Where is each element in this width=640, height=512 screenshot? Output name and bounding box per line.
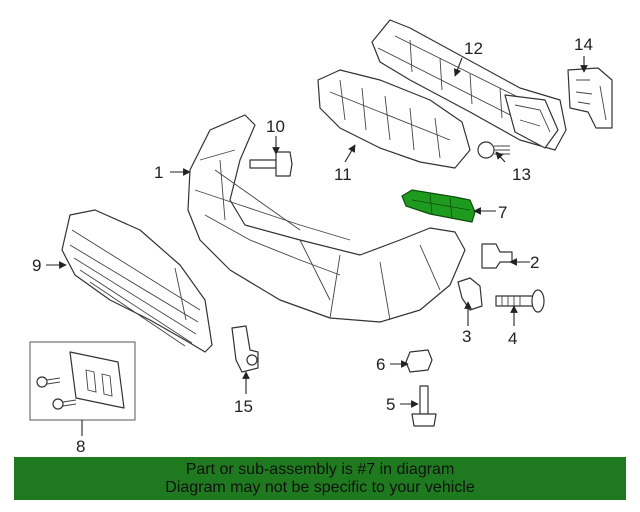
part-10-bolt[interactable] [249, 151, 293, 177]
part-13-bolt[interactable] [477, 141, 510, 159]
part-9-grille[interactable] [61, 209, 213, 353]
callout-5: 5 [386, 395, 395, 414]
callout-13: 13 [512, 165, 531, 184]
callout-4: 4 [508, 329, 517, 348]
part-15-sensor-bracket[interactable] [231, 325, 259, 373]
callout-15: 15 [234, 397, 253, 416]
part-3-retainer[interactable] [457, 277, 483, 311]
banner-line-1: Part or sub-assembly is #7 in diagram [185, 461, 455, 478]
callout-8: 8 [76, 437, 85, 456]
part-7-highlighted[interactable] [401, 189, 476, 223]
callout-6: 6 [376, 355, 385, 374]
callout-10: 10 [266, 117, 285, 136]
part-5-screw[interactable] [411, 385, 437, 427]
callout-9: 9 [32, 256, 41, 275]
callout-3: 3 [462, 327, 471, 346]
leader-lines [46, 56, 588, 436]
part-2-clip[interactable] [481, 243, 513, 269]
callout-2: 2 [530, 253, 539, 272]
callout-14: 14 [574, 35, 593, 54]
part-6-clip-nut[interactable] [405, 349, 433, 373]
part-12-reinforcement-bar[interactable] [371, 19, 567, 151]
callout-11: 11 [334, 165, 352, 184]
part-14-side-bracket[interactable] [567, 67, 613, 129]
part-8-license-bracket-kit[interactable] [29, 341, 136, 421]
info-banner: Part or sub-assembly is #7 in diagram Di… [14, 457, 626, 500]
part-11-energy-absorber[interactable] [317, 69, 471, 169]
callout-12: 12 [464, 39, 483, 58]
part-4-bolt[interactable] [495, 289, 545, 313]
part-1-bumper-cover[interactable] [187, 114, 466, 323]
banner-line-2: Diagram may not be specific to your vehi… [165, 479, 475, 496]
callout-7: 7 [498, 203, 507, 222]
parts-diagram: 1 2 3 4 5 6 7 8 9 10 11 12 13 14 15 [29, 19, 613, 456]
callout-1: 1 [154, 163, 163, 182]
